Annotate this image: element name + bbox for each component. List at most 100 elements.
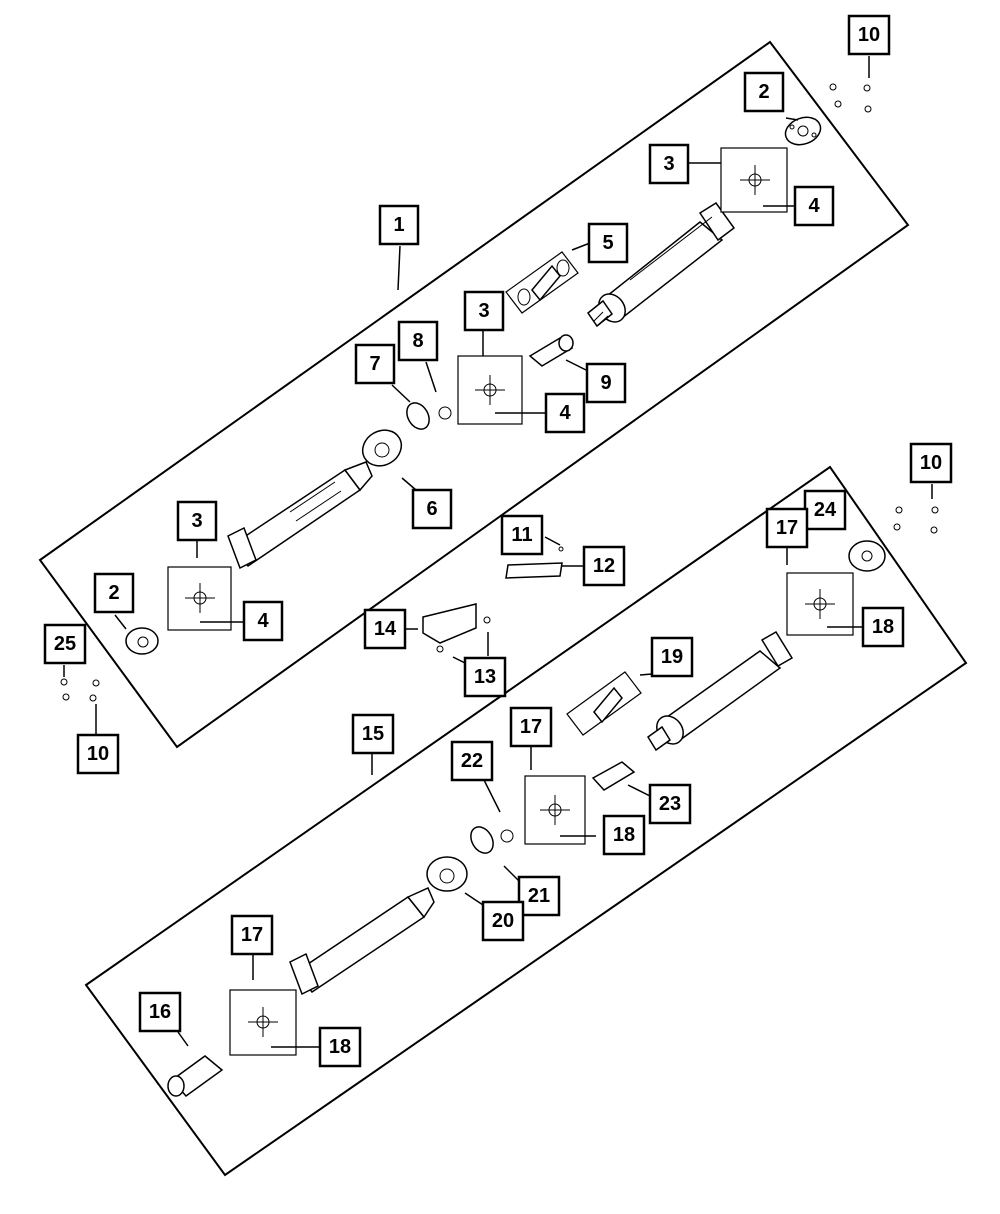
bolts-group-right bbox=[893, 506, 939, 534]
center-bearing-part bbox=[361, 429, 403, 467]
callout-22: 22 bbox=[450, 740, 494, 782]
callout-5: 5 bbox=[587, 222, 629, 264]
svg-text:24: 24 bbox=[814, 499, 837, 521]
callout-18-lower: 18 bbox=[318, 1026, 362, 1068]
rear-driveshaft-front-tube bbox=[289, 887, 435, 996]
svg-text:3: 3 bbox=[478, 300, 489, 322]
callout-14: 14 bbox=[363, 608, 407, 650]
callout-7: 7 bbox=[354, 343, 396, 385]
insulator-pad-part bbox=[505, 546, 564, 579]
u-joint-kit-top bbox=[720, 147, 788, 213]
callout-6: 6 bbox=[411, 488, 453, 530]
callout-23: 23 bbox=[648, 783, 692, 825]
svg-text:3: 3 bbox=[191, 510, 202, 532]
svg-text:23: 23 bbox=[659, 793, 681, 815]
callout-24: 24 bbox=[803, 489, 847, 531]
callout-3-lower: 3 bbox=[176, 500, 218, 542]
callout-4-top: 4 bbox=[793, 185, 835, 227]
svg-text:18: 18 bbox=[872, 616, 894, 638]
callout-18-middle: 18 bbox=[602, 814, 646, 856]
svg-text:15: 15 bbox=[362, 723, 384, 745]
svg-text:10: 10 bbox=[858, 24, 880, 46]
heat-shield-part bbox=[422, 603, 491, 653]
svg-text:17: 17 bbox=[520, 716, 542, 738]
svg-text:2: 2 bbox=[108, 582, 119, 604]
svg-text:6: 6 bbox=[426, 498, 437, 520]
u-joint-kit-rear-middle bbox=[524, 775, 586, 845]
callout-17-lower: 17 bbox=[230, 914, 274, 956]
callout-10-right: 10 bbox=[909, 442, 953, 484]
svg-text:17: 17 bbox=[776, 517, 798, 539]
boot-kit bbox=[505, 251, 579, 314]
svg-text:20: 20 bbox=[492, 910, 514, 932]
callout-1: 1 bbox=[378, 204, 420, 246]
coupler-rear bbox=[470, 826, 514, 854]
svg-text:22: 22 bbox=[461, 750, 483, 772]
coupler-part bbox=[406, 402, 452, 430]
svg-text:7: 7 bbox=[369, 353, 380, 375]
callout-18-top: 18 bbox=[861, 606, 905, 648]
svg-text:2: 2 bbox=[758, 81, 769, 103]
callout-13: 13 bbox=[463, 656, 507, 698]
u-joint-kit-rear-lower bbox=[229, 989, 297, 1056]
callout-12: 12 bbox=[582, 545, 626, 587]
callout-10-left: 10 bbox=[76, 733, 120, 775]
callout-17-middle: 17 bbox=[509, 706, 553, 748]
svg-text:1: 1 bbox=[393, 214, 404, 236]
svg-text:17: 17 bbox=[241, 924, 263, 946]
bolts-group-left bbox=[60, 678, 100, 702]
svg-text:25: 25 bbox=[54, 633, 76, 655]
svg-text:8: 8 bbox=[412, 330, 423, 352]
svg-text:4: 4 bbox=[808, 195, 820, 217]
svg-text:5: 5 bbox=[602, 232, 613, 254]
front-driveshaft-frame bbox=[38, 40, 910, 749]
flange-part bbox=[784, 116, 822, 146]
svg-text:4: 4 bbox=[257, 610, 269, 632]
callout-2-lower: 2 bbox=[93, 572, 135, 614]
callout-10-top: 10 bbox=[847, 14, 891, 56]
svg-text:12: 12 bbox=[593, 555, 615, 577]
callout-25: 25 bbox=[43, 623, 87, 665]
flange-part-lower bbox=[125, 627, 159, 655]
svg-text:13: 13 bbox=[474, 666, 496, 688]
callout-11: 11 bbox=[500, 514, 544, 556]
svg-text:19: 19 bbox=[661, 646, 683, 668]
callout-20: 20 bbox=[481, 900, 525, 942]
svg-text:21: 21 bbox=[528, 885, 550, 907]
rear-driveshaft-rear-tube bbox=[646, 630, 794, 752]
u-joint-kit-middle bbox=[457, 355, 523, 425]
svg-text:3: 3 bbox=[663, 153, 674, 175]
callout-4-middle: 4 bbox=[544, 392, 586, 434]
callout-17-top: 17 bbox=[765, 507, 809, 549]
front-driveshaft-front-tube bbox=[227, 461, 373, 570]
flange-part-rear bbox=[848, 540, 886, 572]
callout-3-middle: 3 bbox=[463, 290, 505, 332]
leader-lines bbox=[63, 56, 933, 1048]
center-bearing-rear bbox=[426, 856, 468, 892]
svg-text:9: 9 bbox=[600, 372, 611, 394]
u-joint-kit-rear-top bbox=[786, 572, 854, 636]
callout-15: 15 bbox=[351, 713, 395, 755]
svg-text:18: 18 bbox=[613, 824, 635, 846]
slip-yoke-rear bbox=[591, 761, 636, 791]
svg-text:14: 14 bbox=[374, 618, 397, 640]
callout-21: 21 bbox=[517, 875, 561, 917]
svg-text:4: 4 bbox=[559, 402, 571, 424]
callout-16: 16 bbox=[138, 991, 182, 1033]
callout-8: 8 bbox=[397, 320, 439, 362]
boot-kit-rear bbox=[566, 671, 642, 736]
callout-4-lower: 4 bbox=[242, 600, 284, 642]
svg-text:11: 11 bbox=[511, 524, 532, 546]
rear-driveshaft-frame bbox=[84, 465, 968, 1177]
slip-yoke-part bbox=[528, 334, 574, 367]
callout-3-top: 3 bbox=[648, 143, 690, 185]
u-joint-kit-lower bbox=[167, 566, 232, 631]
bolts-group-top bbox=[829, 83, 872, 113]
callout-9: 9 bbox=[585, 362, 627, 404]
svg-text:10: 10 bbox=[920, 452, 942, 474]
svg-text:18: 18 bbox=[329, 1036, 351, 1058]
callout-19: 19 bbox=[650, 636, 694, 678]
front-driveshaft-rear-tube bbox=[586, 201, 736, 328]
end-yoke-part bbox=[167, 1055, 224, 1098]
